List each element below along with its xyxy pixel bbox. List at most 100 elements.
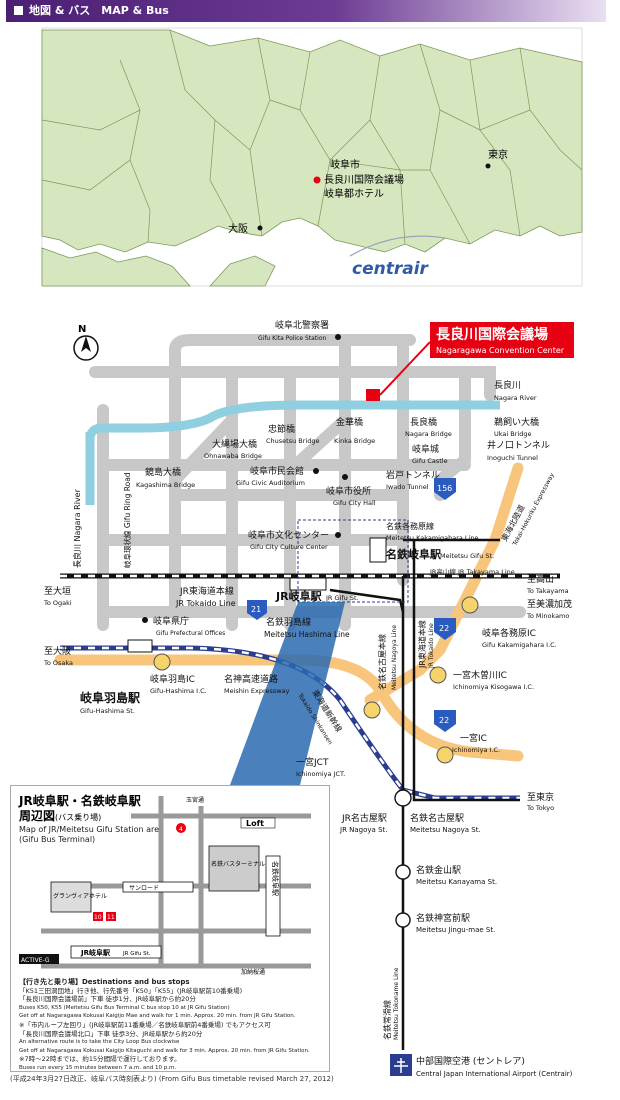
dest-title: 【行き先と乗り場】Destinations and bus stops [19, 978, 190, 986]
stop-4-icon [176, 823, 186, 833]
cityhall-ja: 岐阜市役所 [326, 485, 371, 497]
tokoname-ja: 名鉄常滑線 [382, 1000, 392, 1040]
stop-11-icon [106, 912, 116, 921]
chusetsu-en: Chusetsu Bridge [266, 437, 319, 445]
police-en: Gifu Kita Police Station [258, 335, 327, 342]
auditorium-en: Gifu Civic Auditorium [236, 479, 305, 487]
svg-text:Loft: Loft [246, 819, 264, 828]
station-area-map: 4 10 11 玉宮通 Loft 名鉄岐阜駅 名鉄バスターミナル サンロード グ… [19, 796, 311, 976]
mei-nagoya-ja: 名鉄名古屋駅 [410, 812, 464, 824]
route-156-icon: 156 [434, 478, 456, 500]
svg-text:156: 156 [437, 484, 452, 493]
hashima-line-en: Meitetsu Hashima Line [264, 630, 350, 639]
jr-gifu-en: JR Gifu St. [325, 594, 359, 602]
centrair-swoosh [349, 235, 446, 257]
panel-title-line1: JR岐阜駅・名鉄岐阜駅 [19, 794, 141, 808]
to-minokamo-ja: 至美濃加茂 [527, 598, 572, 610]
gifu-hashima-station-icon [127, 639, 153, 653]
region-hotel: 岐阜都ホテル [324, 187, 384, 200]
meishin-ja: 名神高速道路 [224, 673, 278, 685]
iwado-en: Iwado Tunnel [386, 483, 429, 491]
svg-text:4: 4 [179, 826, 183, 833]
bullet-icon [14, 6, 23, 15]
chusetsu-ja: 忠節橋 [268, 423, 295, 435]
nagara-bridge-ja: 長良橋 [410, 416, 437, 428]
svg-text:サンロード: サンロード [129, 885, 159, 892]
venue-label-box [430, 322, 574, 358]
svg-text:玉宮通: 玉宮通 [186, 796, 204, 804]
to-takayama-en: To Takayama [526, 587, 569, 595]
station-area-box [297, 519, 409, 603]
jr-tokaido-vert-ja: JR東海道本線 [417, 620, 427, 669]
venue-marker-icon [313, 176, 321, 184]
meitetsu-gifu-box [265, 855, 281, 937]
culture-ja: 岐阜市文化センター [248, 529, 329, 541]
ohnawaba-ja: 大縄場大橋 [212, 438, 257, 450]
region-venue: 長良川国際会議場 [324, 173, 404, 186]
police-dot [335, 334, 341, 340]
kakamigahara-ic-en: Gifu Kakamigahara I.C. [482, 641, 557, 649]
prefectural-en: Gifu Prefectural Offices [156, 630, 225, 637]
hashima-line-ja: 名鉄羽島線 [266, 616, 311, 628]
svg-text:JR Gifu St.: JR Gifu St. [122, 951, 151, 957]
sunroad-box [122, 881, 194, 893]
meitetsu-gifu-en: Meitetsu Gifu St. [440, 552, 494, 560]
dest-line: 「K51三田洞団地」行き他、行先番号「K50」「K55」(JR岐阜駅前10番乗場… [19, 986, 243, 995]
ukai-en: Ukai Bridge [494, 430, 531, 438]
to-osaka-en: To Osaka [43, 659, 73, 667]
castle-en: Gifu Castle [412, 457, 448, 465]
bus-terminal-box [208, 845, 260, 892]
ichinomiya-ic-icon [436, 746, 454, 764]
takayama-line: JR高山線 JR Takayama Line [429, 567, 515, 576]
kisogawa-ic-icon [429, 666, 447, 684]
svg-text:グランヴィアホテル: グランヴィアホテル [53, 892, 107, 900]
airport-en: Central Japan International Airport (Cen… [416, 1070, 573, 1078]
region-gifu-city: 岐阜市 [330, 158, 360, 171]
ring-road-vertical: 岐阜環状線 Gifu Ring Road [122, 472, 132, 568]
gifu-hashima-ic-en: Gifu-Hashima I.C. [150, 687, 207, 695]
jr-nagoya-station-icon [394, 789, 412, 807]
kinka-en: Kinka Bridge [334, 437, 375, 445]
nagara-river-vertical: 長良川 Nagara River [72, 488, 82, 568]
kanayama-en: Meitetsu Kanayama St. [416, 878, 497, 886]
route-22-icon: 22 [434, 710, 456, 732]
svg-text:21: 21 [251, 605, 261, 614]
tokaido-ja: JR東海道本線 [179, 585, 234, 597]
panel-subtitle-line1: Map of JR/Meitetsu Gifu Station area [19, 825, 164, 834]
tokaido-en: JR Tokaido Line [175, 599, 236, 608]
jingumae-en: Meitetsu Jingu-mae St. [416, 926, 495, 934]
gifu-hashima-ic-icon [153, 653, 171, 671]
kakamigahara-ic-ja: 岐阜各務原IC [482, 627, 536, 639]
gifu-hashima-st-en: Gifu-Hashima St. [80, 707, 135, 715]
inoguchi-ja: 井ノ口トンネル [487, 439, 550, 451]
tokyo-dot [485, 163, 491, 169]
ohnawaba-en: Ohnawaba Bridge [204, 452, 262, 460]
dest-line: An alternative route is to take the City… [19, 1039, 180, 1046]
panel-title-line2: 周辺図 [19, 809, 56, 823]
dest-line: Get off at Nagaragawa Kokusai Kaigijo Ki… [19, 1047, 310, 1054]
panel-title: JR岐阜駅・名鉄岐阜駅 周辺図(バス乗り場) [19, 794, 141, 825]
jingumae-station-icon [395, 912, 411, 928]
ichinomiya-jct-en: Ichinomiya JCT. [296, 770, 345, 778]
dest-line: 「長良川国際会議場前」下車 徒歩1分、JR岐阜駅から約20分 [19, 995, 196, 1004]
osaka-dot [257, 225, 263, 231]
auditorium-dot [313, 468, 319, 474]
meishin-en: Meishin Expressway [224, 687, 290, 695]
region-tokyo: 東京 [488, 148, 508, 161]
panel-subtitle: Map of JR/Meitetsu Gifu Station area (Gi… [19, 825, 164, 845]
ichinomiya-jct-icon [363, 701, 381, 719]
svg-text:名鉄バスターミナル: 名鉄バスターミナル [211, 860, 265, 868]
jr-nagoya-en: JR Nagoya St. [339, 826, 387, 834]
ukai-ja: 鵜飼い大橋 [494, 416, 539, 428]
meitetsu-gifu-ja: 名鉄岐阜駅 [386, 547, 441, 561]
to-tokyo-ja: 至東京 [527, 791, 554, 803]
meitetsu-gifu-station-icon [369, 537, 387, 563]
region-map: 岐阜市 長良川国際会議場 岐阜都ホテル 東京 大阪 centrair [41, 27, 583, 287]
svg-text:11: 11 [107, 914, 115, 921]
dest-line: ※「市内ループ左回り」(JR岐阜駅前11番乗場／名鉄岐阜駅前4番乗場) でもアク… [19, 1020, 271, 1029]
kinka-ja: 金華橋 [336, 416, 363, 428]
dest-line: ※7時〜22時までは、約15分間隔で運行しております。 [19, 1055, 181, 1064]
panel-title-sub: (バス乗り場) [55, 813, 102, 822]
loft-box [240, 817, 276, 829]
ichinomiya-jct-ja: 一宮JCT [296, 756, 329, 768]
